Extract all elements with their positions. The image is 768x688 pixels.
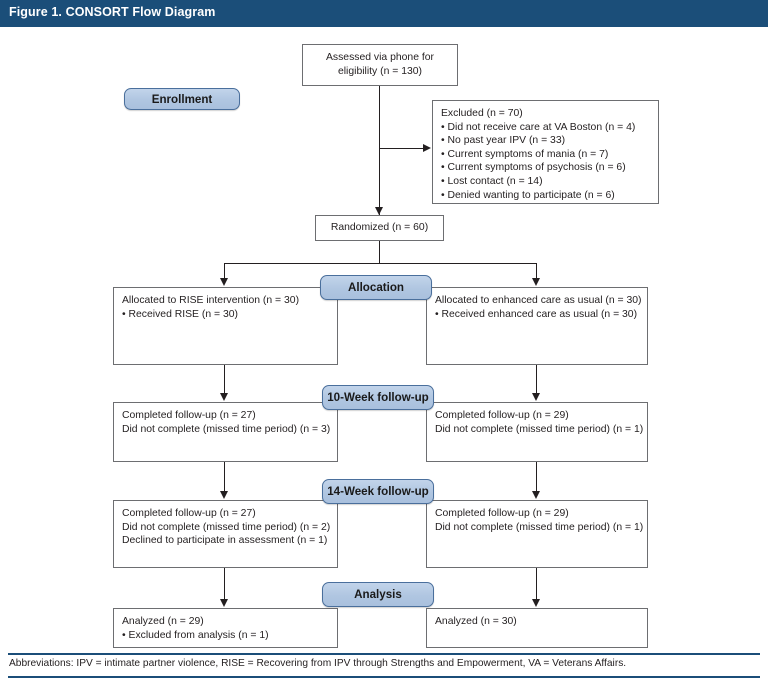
followup14-left-line2: Did not complete (missed time period) (n…	[122, 521, 331, 533]
arrowhead-to-analysis-right	[532, 599, 540, 607]
exclusion-reason-item: • Current symptoms of mania (n = 7)	[441, 148, 609, 160]
arrowhead-to-excluded	[423, 144, 431, 152]
footer-divider-top	[8, 653, 760, 655]
connector-fu14-left-down	[224, 568, 225, 601]
arrowhead-to-fu14-left	[220, 491, 228, 499]
connector-assessed-to-randomized	[379, 86, 380, 215]
connector-fu10-left-down	[224, 462, 225, 493]
connector-split-left	[224, 263, 225, 279]
footer-divider-bottom	[8, 676, 760, 678]
node-excluded-title: Excluded (n = 70)	[441, 108, 523, 119]
followup10-left-line2: Did not complete (missed time period) (n…	[122, 423, 331, 435]
node-assessed-box: Assessed via phone for eligibility (n = …	[302, 44, 458, 86]
stage-badge-analysis: Analysis	[322, 582, 434, 607]
connector-fu14-right-down	[536, 568, 537, 601]
node-excluded-box: Excluded (n = 70) • Did not receive care…	[432, 100, 659, 204]
stage-badge-enrollment: Enrollment	[124, 88, 240, 110]
node-allocation-right-box: Allocated to enhanced care as usual (n =…	[426, 287, 648, 365]
followup10-right-line2: Did not complete (missed time period) (n…	[435, 423, 644, 435]
connector-to-excluded	[379, 148, 424, 149]
node-allocation-left-box: Allocated to RISE intervention (n = 30) …	[113, 287, 338, 365]
connector-randomized-down	[379, 241, 380, 263]
connector-fu10-right-down	[536, 462, 537, 493]
analysis-left-line2: • Excluded from analysis (n = 1)	[122, 629, 269, 641]
node-followup10-right-box: Completed follow-up (n = 29) Did not com…	[426, 402, 648, 462]
node-analysis-left-box: Analyzed (n = 29) • Excluded from analys…	[113, 608, 338, 648]
connector-allocation-left-down	[224, 365, 225, 394]
exclusion-reason-item: • No past year IPV (n = 33)	[441, 135, 566, 147]
node-randomized-box: Randomized (n = 60)	[315, 215, 444, 241]
stage-badge-allocation: Allocation	[320, 275, 432, 300]
arrowhead-to-fu14-right	[532, 491, 540, 499]
arrowhead-to-randomized	[375, 207, 383, 215]
stage-badge-followup14: 14-Week follow-up	[322, 479, 434, 504]
figure-title: Figure 1. CONSORT Flow Diagram	[9, 5, 216, 19]
node-followup14-left-box: Completed follow-up (n = 27) Did not com…	[113, 500, 338, 568]
arrowhead-to-allocation-left	[220, 278, 228, 286]
allocation-right-line2: • Received enhanced care as usual (n = 3…	[435, 308, 638, 320]
node-randomized-label: Randomized (n = 60)	[330, 222, 429, 234]
node-assessed-line2: eligibility (n = 130)	[337, 66, 423, 77]
exclusion-reason-item: • Did not receive care at VA Boston (n =…	[441, 121, 636, 133]
node-analysis-right-box: Analyzed (n = 30)	[426, 608, 648, 648]
footer-abbreviations: Abbreviations: IPV = intimate partner vi…	[9, 658, 627, 669]
connector-split-right	[536, 263, 537, 279]
allocation-left-line1: Allocated to RISE intervention (n = 30)	[122, 295, 300, 306]
stage-badge-followup10: 10-Week follow-up	[322, 385, 434, 410]
node-assessed-line1: Assessed via phone for	[325, 52, 434, 64]
analysis-right-line1: Analyzed (n = 30)	[435, 616, 517, 627]
followup14-left-line3: Declined to participate in assessment (n…	[122, 535, 328, 547]
analysis-left-line1: Analyzed (n = 29)	[122, 616, 204, 627]
node-followup10-left-box: Completed follow-up (n = 27) Did not com…	[113, 402, 338, 462]
allocation-right-line1: Allocated to enhanced care as usual (n =…	[435, 295, 642, 306]
arrowhead-to-fu10-right	[532, 393, 540, 401]
arrowhead-to-fu10-left	[220, 393, 228, 401]
exclusion-reason-item: • Denied wanting to participate (n = 6)	[441, 189, 615, 201]
followup14-left-line1: Completed follow-up (n = 27)	[122, 508, 256, 519]
allocation-left-line2: • Received RISE (n = 30)	[122, 308, 238, 320]
exclusion-reason-item: • Current symptoms of psychosis (n = 6)	[441, 162, 626, 174]
header-divider	[0, 28, 768, 30]
connector-allocation-right-down	[536, 365, 537, 394]
node-followup14-right-box: Completed follow-up (n = 29) Did not com…	[426, 500, 648, 568]
followup14-right-line1: Completed follow-up (n = 29)	[435, 508, 569, 519]
followup14-right-line2: Did not complete (missed time period) (n…	[435, 521, 644, 533]
figure-header-bar	[0, 0, 768, 27]
followup10-left-line1: Completed follow-up (n = 27)	[122, 410, 256, 421]
arrowhead-to-analysis-left	[220, 599, 228, 607]
exclusion-reason-item: • Lost contact (n = 14)	[441, 175, 543, 187]
followup10-right-line1: Completed follow-up (n = 29)	[435, 410, 569, 421]
connector-randomized-split	[224, 263, 536, 264]
arrowhead-to-allocation-right	[532, 278, 540, 286]
